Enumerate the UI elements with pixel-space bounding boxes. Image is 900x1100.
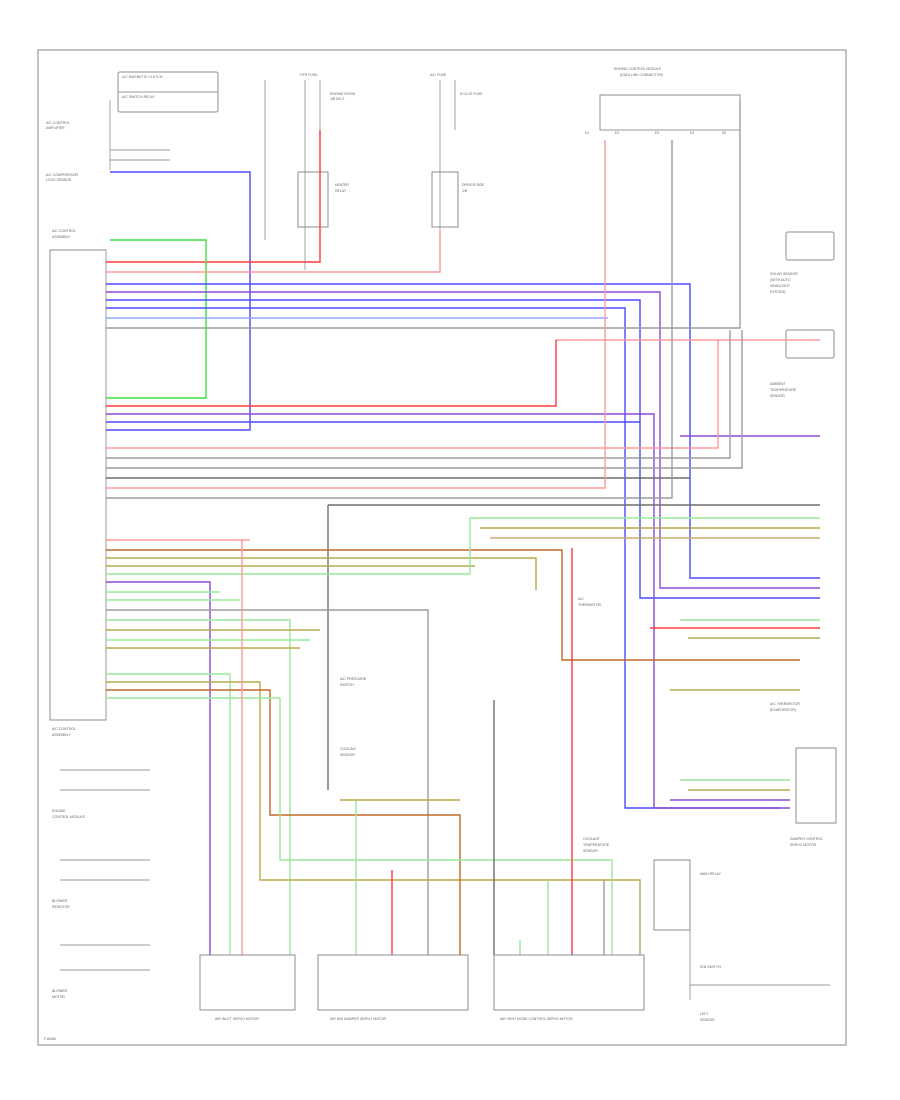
- svg-text:HTR FUSE: HTR FUSE: [300, 73, 318, 77]
- right-components: SOLAR SENSOR (WITH AUTO HEADLIGHT SYSTEM…: [770, 231, 837, 847]
- svg-text:ENGINE CONTROL MODULE: ENGINE CONTROL MODULE: [614, 67, 662, 71]
- svg-text:A/C CONTROL: A/C CONTROL: [52, 229, 76, 233]
- svg-text:HEATER: HEATER: [335, 183, 349, 187]
- svg-text:A/C MAGNETIC CLUTCH: A/C MAGNETIC CLUTCH: [122, 75, 163, 79]
- top-fuse-blocks: HTR FUSE ENGINE ROOM J/B NO.2 HEATER REL…: [297, 73, 485, 270]
- svg-text:A/C CONTROL: A/C CONTROL: [52, 727, 76, 731]
- svg-text:A/C CONTROL: A/C CONTROL: [46, 121, 70, 125]
- svg-text:ASSEMBLY: ASSEMBLY: [52, 733, 71, 737]
- svg-text:TEMPERATURE: TEMPERATURE: [583, 843, 610, 847]
- svg-text:ECU-IG FUSE: ECU-IG FUSE: [460, 92, 483, 96]
- bottom-components: AIR INLET SERVO MOTOR AIR MIX DAMPER SER…: [199, 859, 830, 1022]
- svg-text:MAIN RELAY: MAIN RELAY: [700, 872, 722, 876]
- middle-labels: A/C PRESSURE SWITCH COOLING SENSOR A/C T…: [340, 597, 610, 853]
- svg-text:J/B: J/B: [462, 189, 468, 193]
- svg-text:A/C: A/C: [578, 597, 584, 601]
- svg-text:J/B NO.2: J/B NO.2: [330, 97, 344, 101]
- svg-text:RELAY: RELAY: [335, 189, 347, 193]
- svg-text:A/C PRESSURE: A/C PRESSURE: [340, 677, 367, 681]
- switch-box: [653, 859, 691, 931]
- svg-text:AIR INLET SERVO MOTOR: AIR INLET SERVO MOTOR: [215, 1017, 259, 1021]
- left-connector: A/C CONTROL ASSEMBLY: [49, 229, 107, 721]
- svg-text:AIR MIX DAMPER SERVO MOTOR: AIR MIX DAMPER SERVO MOTOR: [330, 1017, 387, 1021]
- svg-text:E3: E3: [655, 132, 659, 136]
- svg-text:(EVAPORATOR): (EVAPORATOR): [770, 708, 796, 712]
- svg-text:SOLAR SENSOR: SOLAR SENSOR: [770, 272, 798, 276]
- svg-text:(DATA LINK CONNECTOR): (DATA LINK CONNECTOR): [620, 73, 663, 77]
- svg-text:SENSOR: SENSOR: [770, 394, 785, 398]
- svg-text:LOCK SENSOR: LOCK SENSOR: [46, 178, 72, 182]
- svg-text:A/C SWITCH RELAY: A/C SWITCH RELAY: [122, 95, 155, 99]
- svg-text:ENGINE: ENGINE: [52, 809, 66, 813]
- svg-text:RESISTOR: RESISTOR: [52, 905, 70, 909]
- diagram-frame: [37, 49, 847, 1046]
- svg-text:(WITH AUTO: (WITH AUTO: [770, 278, 791, 282]
- svg-text:SWITCH: SWITCH: [340, 683, 354, 687]
- svg-text:BLOWER: BLOWER: [52, 899, 68, 903]
- svg-text:AMPLIFIER: AMPLIFIER: [46, 126, 65, 130]
- wires-middle: [106, 504, 820, 955]
- svg-text:COOLANT: COOLANT: [583, 837, 601, 841]
- svg-text:E4: E4: [690, 132, 694, 136]
- frame-label: F18465: [44, 1037, 56, 1041]
- damper-servo-box: [317, 954, 469, 1011]
- wires-vertical: [241, 540, 605, 955]
- mode-damper-box: [493, 954, 645, 1011]
- svg-text:A/C COMPRESSOR: A/C COMPRESSOR: [46, 173, 79, 177]
- svg-text:COOLING: COOLING: [340, 747, 356, 751]
- blower-motor-box: [199, 954, 296, 1011]
- svg-text:BLOWER: BLOWER: [52, 989, 68, 993]
- wires-upper: [106, 100, 820, 809]
- svg-text:MOTOR: MOTOR: [52, 995, 65, 999]
- svg-text:E1: E1: [585, 132, 589, 136]
- svg-text:TEMPERATURE: TEMPERATURE: [770, 388, 797, 392]
- svg-text:SENSOR: SENSOR: [340, 753, 355, 757]
- svg-text:THERMISTOR: THERMISTOR: [578, 603, 602, 607]
- svg-text:AIR VENT MODE CONTROL SERVO MO: AIR VENT MODE CONTROL SERVO MOTOR: [500, 1017, 573, 1021]
- svg-text:E2: E2: [615, 132, 619, 136]
- svg-text:SENSOR: SENSOR: [700, 1018, 715, 1022]
- svg-text:AMBIENT: AMBIENT: [770, 382, 786, 386]
- svg-text:SERVO MOTOR: SERVO MOTOR: [790, 843, 817, 847]
- svg-text:SYSTEM): SYSTEM): [770, 290, 786, 294]
- lower-left-components: A/C CONTROL ASSEMBLY ENGINE CONTROL MODU…: [52, 727, 150, 999]
- svg-text:A/C FUSE: A/C FUSE: [430, 73, 447, 77]
- svg-text:ENGINE ROOM: ENGINE ROOM: [330, 92, 355, 96]
- svg-text:ASSEMBLY: ASSEMBLY: [52, 235, 71, 239]
- svg-text:SENSOR: SENSOR: [583, 849, 598, 853]
- svg-text:DAMPER CONTROL: DAMPER CONTROL: [790, 837, 823, 841]
- svg-text:HEADLIGHT: HEADLIGHT: [770, 284, 791, 288]
- svg-text:LEFT: LEFT: [700, 1012, 709, 1016]
- svg-text:A/C THERMISTOR: A/C THERMISTOR: [770, 702, 800, 706]
- svg-text:IGN SWITCH: IGN SWITCH: [700, 965, 721, 969]
- top-left-relay-block: A/C MAGNETIC CLUTCH A/C SWITCH RELAY A/C…: [46, 71, 266, 240]
- svg-text:CONTROL MODULE: CONTROL MODULE: [52, 815, 86, 819]
- top-right-connector: ENGINE CONTROL MODULE (DATA LINK CONNECT…: [585, 67, 741, 136]
- svg-text:DRIVER SIDE: DRIVER SIDE: [462, 183, 485, 187]
- svg-text:E5: E5: [722, 132, 726, 136]
